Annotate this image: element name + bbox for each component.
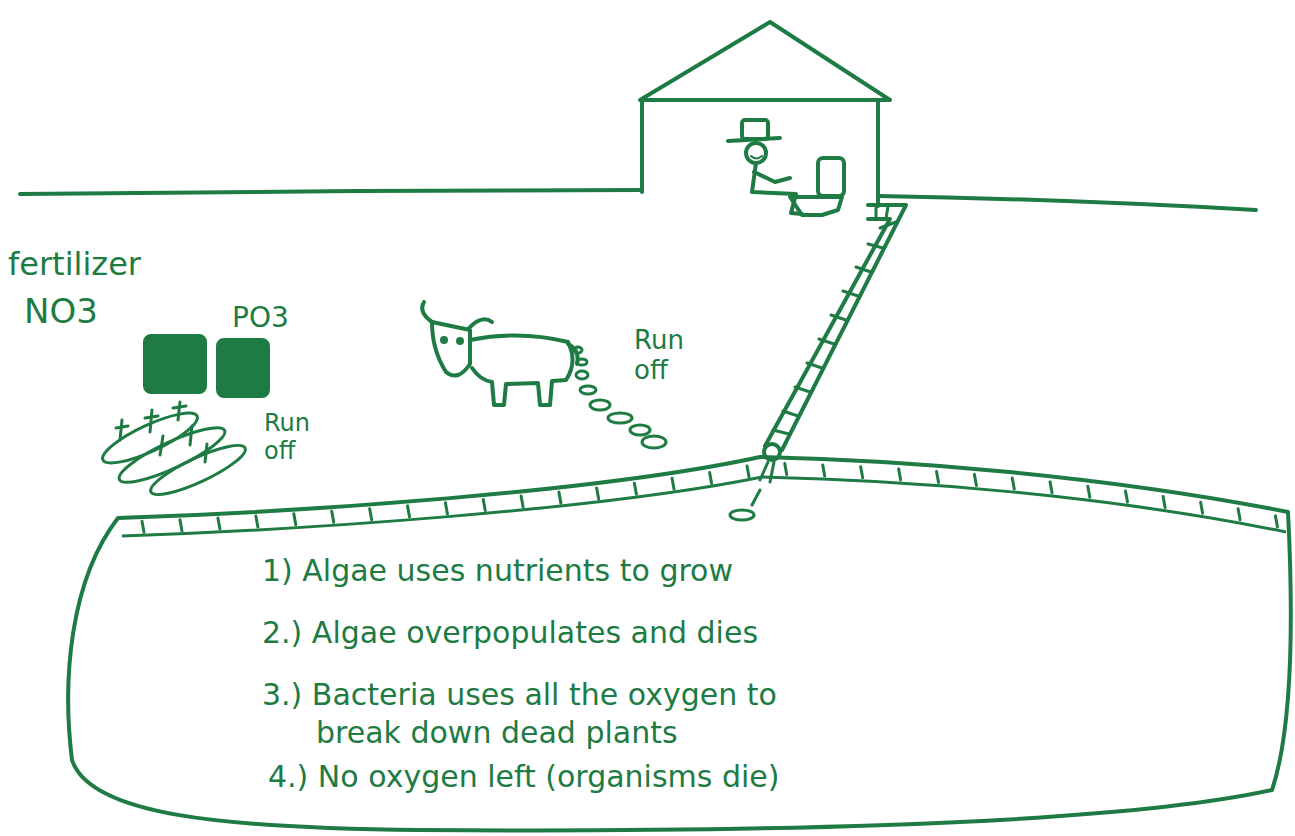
fertilizer-bags (145, 336, 268, 396)
fertilizer-bag (145, 336, 205, 392)
shore-mark (483, 500, 485, 511)
lake-shore-band (122, 477, 1286, 536)
man-on-toilet (728, 120, 844, 215)
shore-mark (597, 488, 599, 499)
shore-mark (1275, 516, 1277, 527)
toilet-tank (818, 158, 844, 196)
hat-crown (742, 120, 768, 139)
sewage-pipe (730, 205, 906, 520)
scene (20, 22, 1256, 520)
cow-horn (422, 302, 492, 329)
mouth (751, 156, 762, 159)
house-wall (876, 100, 880, 206)
manure (642, 436, 666, 448)
fertilizer-label: fertilizer (8, 246, 141, 283)
process-step: 1) Algae uses nutrients to grow (262, 552, 1162, 590)
shore-mark (559, 492, 561, 503)
shore-mark (747, 466, 749, 477)
house-wall (640, 100, 644, 192)
manure (608, 413, 632, 423)
lake-region: 1) Algae uses nutrients to grow 2.) Algae… (0, 430, 1295, 836)
pipe-joint (773, 206, 896, 434)
shore-mark (1088, 486, 1090, 497)
shore-mark (1238, 509, 1240, 520)
shore-mark (1201, 502, 1203, 513)
shore-mark (1012, 478, 1014, 489)
crop-field (97, 402, 250, 503)
shore-mark (710, 472, 712, 483)
arm (754, 172, 790, 182)
fertilizer-bag (218, 340, 268, 396)
shore-mark (445, 503, 447, 514)
cow-body (470, 335, 573, 405)
shore-mark (370, 509, 372, 520)
shore-mark (672, 478, 674, 489)
pipe-wall (782, 205, 906, 450)
horizon-line (878, 196, 1256, 210)
sewage-drip (752, 462, 774, 505)
manure (577, 359, 587, 365)
cow-head (432, 322, 470, 376)
horizon-line (20, 190, 642, 194)
house-roof (640, 22, 890, 100)
runoff-label: Run off (264, 410, 310, 465)
manure (580, 386, 596, 394)
shore-mark (937, 471, 939, 482)
toilet-bowl (790, 197, 842, 215)
lake-shore (68, 457, 1291, 830)
shore-mark (218, 518, 220, 529)
cow (422, 302, 577, 405)
runoff-label: Run off (634, 326, 684, 386)
nutrient-label: NO3 (24, 292, 98, 331)
shore-mark (974, 475, 976, 486)
process-step: 3.) Bacteria uses all the oxygen to brea… (262, 676, 856, 752)
house (640, 22, 890, 206)
process-step: 4.) No oxygen left (organisms die) (268, 758, 1168, 796)
manure (574, 347, 582, 353)
crop-plant (116, 402, 207, 462)
sewage-drip (730, 510, 754, 520)
shore-mark (899, 469, 901, 480)
shore-mark (1050, 482, 1052, 493)
shore-mark (332, 511, 334, 522)
process-step: 2.) Algae overpopulates and dies (262, 614, 1162, 652)
shore-mark (256, 516, 258, 527)
manure (630, 425, 650, 435)
head (746, 143, 766, 163)
shore-mark (142, 521, 144, 532)
manure (590, 400, 610, 410)
shore-mark (521, 496, 523, 507)
shore-mark (408, 506, 410, 517)
shore-mark (823, 465, 825, 476)
crop-row (114, 419, 230, 492)
shore-mark (180, 520, 182, 531)
nutrient-label: PO3 (232, 302, 289, 334)
cow-eye (442, 338, 446, 342)
shore-mark (861, 467, 863, 478)
shore-mark (785, 464, 787, 475)
manure (576, 371, 588, 379)
cow-eye (458, 339, 462, 343)
shore-mark (1125, 491, 1127, 502)
shore-mark (1163, 496, 1165, 507)
shore-mark (294, 514, 296, 525)
shore-mark (634, 483, 636, 494)
